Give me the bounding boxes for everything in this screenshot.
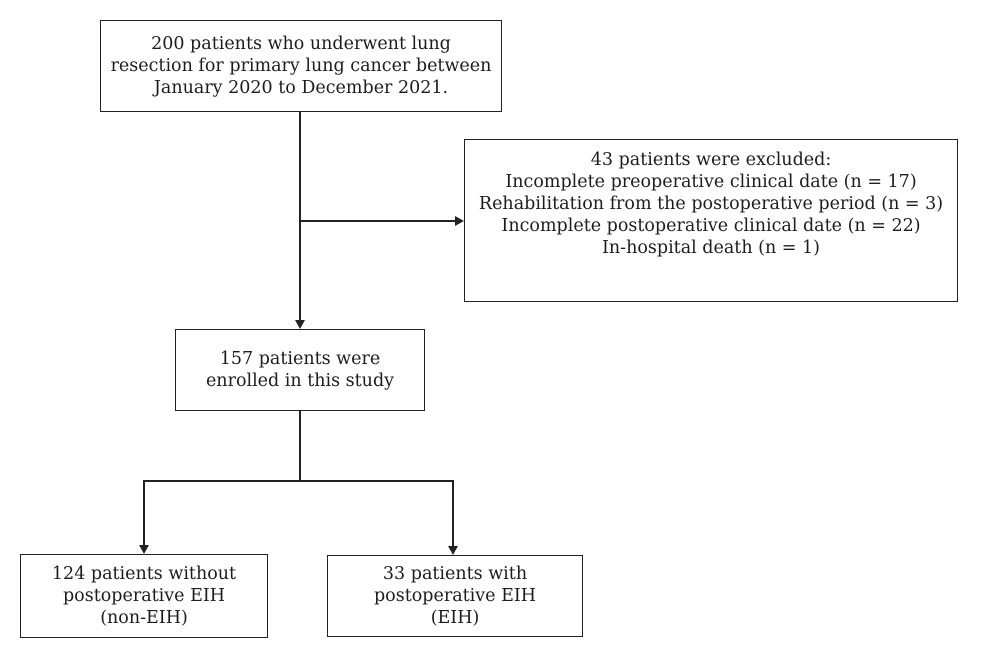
box-initial-patients: 200 patients who underwent lung resectio…: [100, 20, 502, 112]
box-non-eih-line: postoperative EIH: [62, 586, 226, 606]
arrowhead-down-non-eih-icon: [139, 545, 149, 554]
connector-enrolled-down: [299, 410, 301, 481]
box-eih-line: 33 patients with: [382, 564, 528, 584]
box-excluded-line: Rehabilitation from the postoperative pe…: [478, 194, 944, 214]
box-excluded-line: In-hospital death (n = 1): [601, 238, 820, 258]
box-enrolled-line: 157 patients were: [219, 349, 381, 369]
box-eih-line: postoperative EIH: [373, 586, 537, 606]
box-non-eih-line: (non-EIH): [100, 608, 188, 628]
box-enrolled-patients: 157 patients were enrolled in this study: [175, 329, 425, 411]
arrowhead-right-excluded-icon: [455, 216, 464, 226]
box-excluded-line: 43 patients were excluded:: [590, 150, 832, 170]
box-non-eih-line: 124 patients without: [51, 564, 237, 584]
connector-branch-to-excluded: [300, 220, 456, 222]
connector-initial-to-enrolled: [299, 112, 301, 321]
box-initial-line: January 2020 to December 2021.: [153, 78, 449, 98]
connector-split-horizontal: [143, 480, 454, 482]
arrowhead-down-enrolled-icon: [295, 320, 305, 329]
arrowhead-down-eih-icon: [448, 546, 458, 555]
box-eih-patients: 33 patients with postoperative EIH (EIH): [327, 555, 583, 637]
box-excluded-line: Incomplete preoperative clinical date (n…: [505, 172, 917, 192]
box-enrolled-line: enrolled in this study: [205, 371, 395, 391]
connector-split-to-eih: [452, 480, 454, 547]
box-initial-line: 200 patients who underwent lung: [151, 34, 451, 54]
box-non-eih-patients: 124 patients without postoperative EIH (…: [20, 554, 268, 638]
box-eih-line: (EIH): [430, 608, 480, 628]
box-excluded-line: Incomplete postoperative clinical date (…: [501, 216, 921, 236]
connector-split-to-non-eih: [143, 480, 145, 546]
box-initial-line: resection for primary lung cancer betwee…: [110, 56, 492, 76]
box-excluded-patients: 43 patients were excluded: Incomplete pr…: [464, 139, 958, 302]
